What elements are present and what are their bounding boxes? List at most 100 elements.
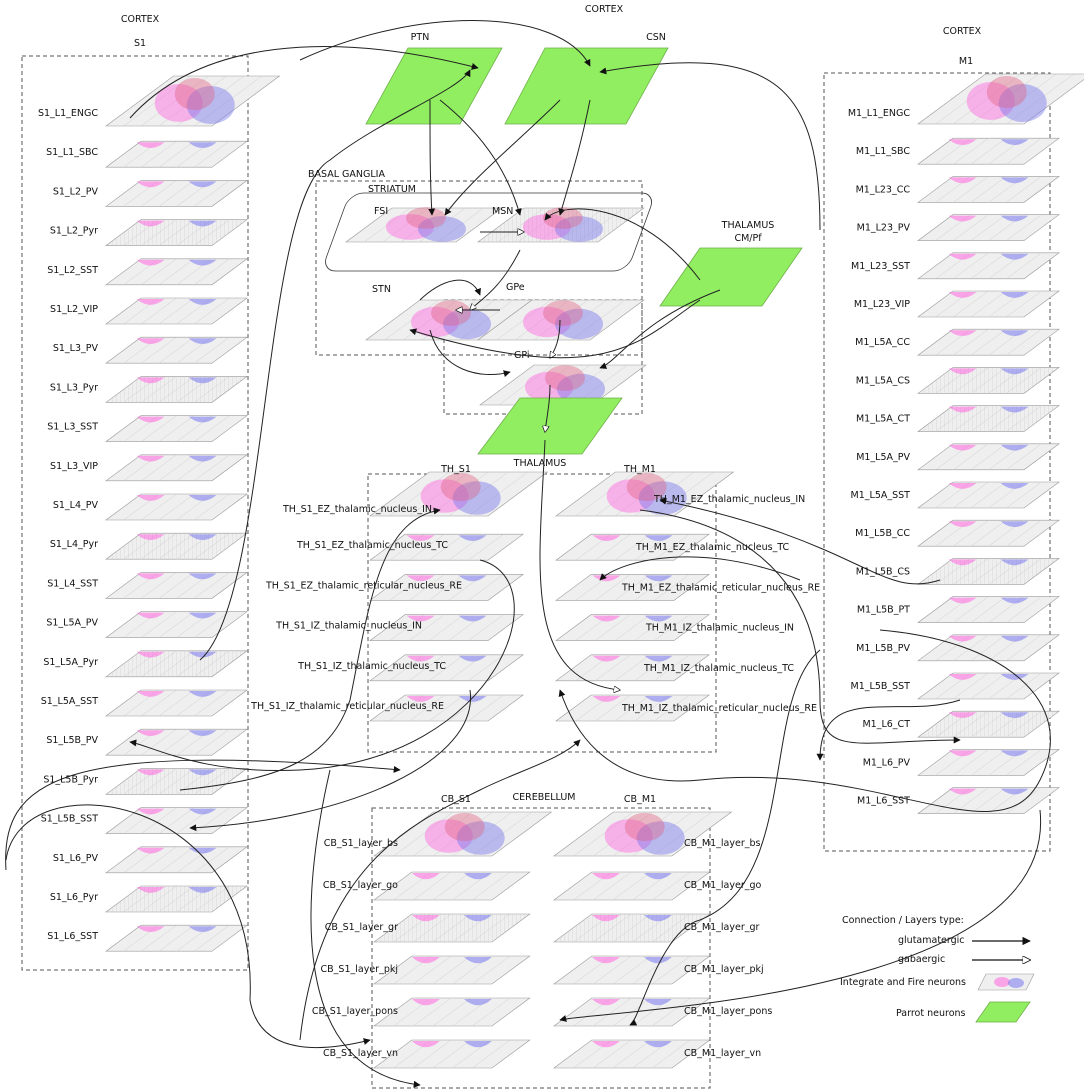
header-cb-m1: CB_M1 bbox=[624, 794, 656, 805]
excitatory-population bbox=[523, 306, 571, 338]
connection bbox=[189, 689, 471, 832]
excitatory-population bbox=[948, 674, 977, 680]
inhibitory-population bbox=[1000, 750, 1029, 757]
header-ptn: PTN bbox=[411, 32, 430, 43]
inhibitory-population bbox=[644, 696, 673, 702]
header-thalamus-top: THALAMUS bbox=[721, 220, 775, 231]
layer-s1_l3_pyr bbox=[105, 376, 249, 403]
excitatory-population bbox=[592, 655, 621, 662]
connection bbox=[559, 809, 1041, 1022]
label-m1_l23_vip: M1_L23_VIP bbox=[854, 299, 910, 310]
excitatory-population bbox=[411, 999, 440, 1006]
connection bbox=[639, 509, 961, 744]
legend-parrot-label: Parrot neurons bbox=[896, 1008, 966, 1019]
excitatory-population bbox=[948, 406, 977, 413]
inhibitory-population bbox=[1000, 330, 1029, 337]
inhibitory-population bbox=[463, 957, 492, 964]
inhibitory-population bbox=[188, 887, 217, 893]
label-th_m1_iz_thalamic_reticular_nucleus_re: TH_M1_IZ_thalamic_reticular_nucleus_RE bbox=[621, 703, 817, 714]
layer-s1_l4_sst bbox=[105, 572, 249, 599]
inhibitory-population bbox=[188, 730, 217, 737]
m1-box bbox=[823, 72, 1051, 852]
layer-s1_l2_pyr bbox=[105, 219, 249, 246]
inhibitory-population bbox=[644, 535, 673, 542]
label-m1_l6_ct: M1_L6_CT bbox=[862, 719, 910, 730]
label-cb_s1_layer_vn: CB_S1_layer_vn bbox=[323, 1048, 398, 1059]
connection bbox=[299, 20, 591, 67]
excitatory-population bbox=[948, 177, 977, 184]
inhibitory-population bbox=[188, 455, 217, 462]
connection bbox=[429, 329, 511, 378]
label-th_m1_ez_thalamic_reticular_nucleus_re: TH_M1_EZ_thalamic_reticular_nucleus_RE bbox=[621, 582, 820, 593]
inhibitory-population bbox=[188, 573, 217, 580]
layer-s1_l5b_pyr bbox=[105, 768, 249, 795]
excitatory-population bbox=[136, 730, 165, 737]
inhibitory-population bbox=[644, 655, 673, 662]
inhibitory-population bbox=[188, 338, 217, 345]
inhibitory-population bbox=[1000, 368, 1029, 375]
excitatory-population bbox=[136, 338, 165, 345]
connection bbox=[659, 497, 941, 585]
inhibitory-population bbox=[1000, 215, 1029, 222]
excitatory-population bbox=[406, 696, 435, 702]
header-fsi: FSI bbox=[374, 206, 388, 217]
inhibitory-population bbox=[1000, 521, 1029, 528]
connection bbox=[599, 289, 721, 369]
label-m1_l1_sbc: M1_L1_SBC bbox=[856, 146, 910, 157]
inhibitory-population bbox=[643, 999, 672, 1006]
label-cb_m1_layer_vn: CB_M1_layer_vn bbox=[684, 1048, 761, 1059]
inhibitory-population bbox=[188, 259, 217, 266]
layer-th_m1_iz_thalamic_nucleus_in bbox=[555, 614, 711, 641]
layer-cb_s1_layer_go bbox=[373, 871, 531, 901]
layer-m1_l1_engc bbox=[917, 73, 1084, 125]
connection bbox=[816, 699, 961, 761]
label-m1_l5a_cc: M1_L5A_CC bbox=[855, 337, 910, 348]
inhibitory-population bbox=[188, 926, 217, 933]
layer-th_s1_ez_thalamic_nucleus_in bbox=[369, 471, 549, 517]
layer-s1_l2_pv bbox=[105, 180, 249, 207]
layer-s1_l5b_sst bbox=[105, 807, 249, 834]
excitatory-population bbox=[948, 559, 977, 566]
ptn-plane bbox=[365, 47, 503, 125]
label-s1_l5a_pv: S1_L5A_PV bbox=[46, 618, 98, 629]
inhibitory-population bbox=[188, 691, 217, 697]
excitatory-population bbox=[948, 368, 977, 375]
layer-m1_l5b_pt bbox=[917, 596, 1061, 623]
excitatory-population bbox=[411, 1041, 440, 1048]
label-m1_l23_pv: M1_L23_PV bbox=[857, 223, 911, 234]
inhibitory-population bbox=[188, 377, 217, 384]
inhibitory-population bbox=[1000, 406, 1029, 413]
label-m1_l5a_cs: M1_L5A_CS bbox=[856, 375, 910, 386]
inhibitory-population bbox=[458, 655, 487, 662]
excitatory-population bbox=[948, 253, 977, 260]
excitatory-population bbox=[420, 479, 469, 513]
connection bbox=[428, 99, 436, 216]
layer-s1_l3_sst bbox=[105, 415, 249, 442]
excitatory-population bbox=[385, 214, 434, 240]
connection bbox=[545, 384, 551, 432]
excitatory-population bbox=[136, 181, 165, 188]
layer-s1_l6_pyr bbox=[105, 885, 249, 913]
label-cb_s1_layer_bs: CB_S1_layer_bs bbox=[324, 838, 398, 849]
header-cortex-right: CORTEX bbox=[943, 26, 982, 37]
legend-title: Connection / Layers type: bbox=[842, 915, 964, 926]
excitatory-population bbox=[411, 306, 459, 338]
connection bbox=[310, 769, 421, 1088]
excitatory-population bbox=[411, 873, 440, 880]
excitatory-population bbox=[948, 444, 977, 451]
label-m1_l6_pv: M1_L6_PV bbox=[863, 757, 911, 768]
label-s1_l6_pyr: S1_L6_Pyr bbox=[50, 892, 98, 903]
inhibitory-population bbox=[1000, 635, 1029, 642]
layer-th_s1_iz_thalamic_nucleus_in bbox=[369, 614, 525, 641]
excitatory-population bbox=[136, 887, 165, 893]
inhibitory-population bbox=[636, 821, 685, 855]
layer-m1_l5a_pv bbox=[917, 443, 1061, 471]
excitatory-population bbox=[591, 915, 620, 922]
excitatory-population bbox=[948, 483, 977, 489]
connection bbox=[299, 739, 581, 1041]
excitatory-population bbox=[406, 615, 435, 622]
label-th_m1_iz_thalamic_nucleus_tc: TH_M1_IZ_thalamic_nucleus_TC bbox=[643, 663, 794, 674]
inhibitory-population bbox=[557, 373, 605, 405]
inhibitory-population bbox=[188, 651, 217, 658]
